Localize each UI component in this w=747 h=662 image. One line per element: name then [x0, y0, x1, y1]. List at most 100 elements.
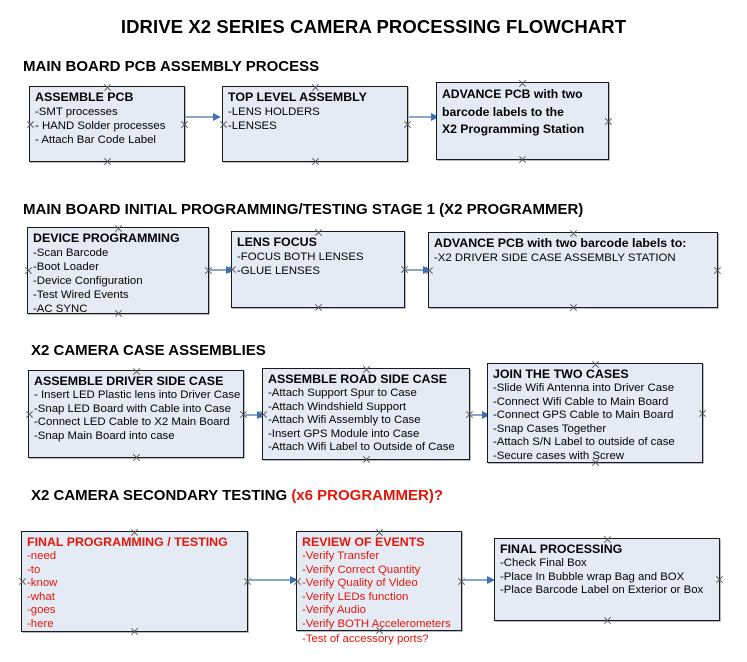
node-line: -Device Configuration — [33, 275, 143, 287]
resize-handle-bottom[interactable] — [569, 303, 578, 312]
resize-handle-right[interactable] — [698, 409, 707, 418]
section-heading-4-text: X2 CAMERA SECONDARY TESTING — [31, 487, 292, 504]
resize-handle-left[interactable] — [219, 120, 228, 129]
resize-handle-right[interactable] — [457, 577, 466, 586]
resize-handle-right[interactable] — [465, 410, 474, 419]
node-top-level-assembly[interactable]: TOP LEVEL ASSEMBLY -LENS HOLDERS -LENSES — [222, 86, 408, 162]
node-line: -Connect GPS Cable to Main Board — [493, 409, 674, 422]
resize-handle-bottom[interactable] — [362, 455, 371, 464]
resize-handle-bottom[interactable] — [603, 616, 612, 625]
connector-final-to-review — [249, 575, 298, 585]
node-title: TOP LEVEL ASSEMBLY — [228, 90, 367, 104]
node-review-of-events[interactable]: REVIEW OF EVENTS -Verify Transfer -Verif… — [293, 531, 462, 645]
node-line: -goes — [27, 604, 56, 617]
node-line: -Verify LEDs function — [302, 590, 409, 603]
node-final-programming-testing[interactable]: FINAL PROGRAMMING / TESTING -need -to -k… — [21, 531, 248, 632]
node-line: -Verify Correct Quantity — [302, 563, 421, 576]
resize-handle-right[interactable] — [713, 266, 722, 275]
page-title: IDRIVE X2 SERIES CAMERA PROCESSING FLOWC… — [120, 16, 627, 37]
node-line: -Attach Wifi Label to Outside of Case — [268, 441, 455, 454]
section-heading-2-text: MAIN BOARD INITIAL PROGRAMMING/TESTING S… — [23, 201, 584, 218]
resize-handle-right[interactable] — [400, 265, 409, 274]
resize-handle-right[interactable] — [604, 117, 613, 126]
resize-handle-left[interactable] — [228, 265, 237, 274]
node-advance-pcb-driver-side[interactable]: ADVANCE PCB with two barcode labels to: … — [428, 232, 718, 308]
node-line: X2 Programming Station — [442, 122, 585, 136]
node-assemble-driver-side-case[interactable]: ASSEMBLE DRIVER SIDE CASE - Insert LED P… — [28, 370, 244, 458]
resize-handle-bottom[interactable] — [518, 155, 527, 164]
arrow-shaft — [245, 414, 258, 416]
node-title: DEVICE PROGRAMMING — [33, 231, 180, 245]
node-line: -Test Wired Events — [33, 289, 129, 301]
node-line: -Scan Barcode — [33, 247, 109, 259]
node-line: -Insert GPS Module into Case — [268, 427, 420, 440]
arrow-head-icon — [213, 113, 221, 121]
resize-handle-left[interactable] — [25, 410, 34, 419]
section-heading-4: X2 CAMERA SECONDARY TESTING (x6 PROGRAMM… — [31, 487, 443, 504]
node-line: barcode labels to the — [442, 104, 564, 119]
node-advance-pcb-programming-station[interactable]: ADVANCE PCB with two barcode labels to t… — [436, 82, 609, 160]
node-line: -Attach S/N Label to outside of case — [493, 436, 675, 449]
resize-handle-right[interactable] — [239, 410, 248, 419]
resize-handle-bottom[interactable] — [314, 303, 323, 312]
resize-handle-bottom[interactable] — [103, 157, 112, 166]
resize-handle-right[interactable] — [403, 120, 412, 129]
node-line: -Snap Cases Together — [493, 422, 607, 435]
section-heading-2: MAIN BOARD INITIAL PROGRAMMING/TESTING S… — [23, 201, 583, 218]
node-title: ASSEMBLE ROAD SIDE CASE — [268, 372, 447, 386]
node-line: - Insert LED Plastic lens into Driver Ca… — [34, 389, 241, 401]
arrow-shaft — [249, 579, 291, 581]
node-line: -SMT processes — [35, 106, 118, 118]
node-line: -Verify Audio — [302, 604, 366, 617]
resize-handle-right[interactable] — [243, 577, 252, 586]
node-device-programming[interactable]: DEVICE PROGRAMMING -Scan Barcode -Boot L… — [24, 227, 209, 315]
resize-handle-right[interactable] — [715, 575, 724, 584]
section-heading-1: MAIN BOARD PCB ASSEMBLY PROCESS — [23, 58, 319, 75]
arrow-shaft — [409, 116, 432, 118]
node-title: FINAL PROGRAMMING / TESTING — [27, 535, 228, 549]
node-join-the-two-cases[interactable]: JOIN THE TWO CASES -Slide Wifi Antenna i… — [487, 363, 703, 463]
node-line: -AC SYNC — [33, 303, 88, 315]
node-line: -Attach Wifi Assembly to Case — [268, 414, 421, 427]
node-title: FINAL PROCESSING — [500, 542, 623, 556]
resize-handle-left[interactable] — [26, 120, 35, 129]
resize-handle-left[interactable] — [18, 577, 27, 586]
node-line: - Attach Bar Code Label — [35, 134, 156, 146]
node-line: -FOCUS BOTH LENSES — [237, 251, 364, 263]
node-line: -need — [27, 550, 57, 562]
node-assemble-pcb[interactable]: ASSEMBLE PCB -SMT processes - HAND Solde… — [29, 86, 185, 162]
node-line: -Connect Wifi Cable to Main Board — [493, 395, 669, 408]
arrow-shaft — [406, 269, 424, 271]
node-line: -LENSES — [228, 120, 277, 132]
node-line: -Attach Support Spur to Case — [268, 387, 417, 399]
section-heading-1-text: MAIN BOARD PCB ASSEMBLY PROCESS — [23, 58, 320, 75]
resize-handle-left[interactable] — [425, 266, 434, 275]
section-heading-3: X2 CAMERA CASE ASSEMBLIES — [31, 342, 266, 359]
node-lens-focus[interactable]: LENS FOCUS -FOCUS BOTH LENSES -GLUE LENS… — [231, 231, 405, 308]
node-line: -Snap LED Board with Cable into Case — [34, 402, 231, 415]
resize-handle-bottom[interactable] — [132, 453, 141, 462]
section-heading-4-accent: (x6 PROGRAMMER)? — [291, 487, 443, 504]
node-line: -know — [27, 577, 58, 590]
resize-handle-left[interactable] — [24, 266, 33, 275]
node-line: -Connect LED Cable to X2 Main Board — [34, 416, 230, 429]
node-overflow-line: -Test of accessory ports? — [302, 633, 429, 645]
node-final-processing[interactable]: FINAL PROCESSING -Check Final Box -Place… — [494, 538, 720, 621]
node-title: REVIEW OF EVENTS — [302, 535, 425, 549]
section-heading-3-text: X2 CAMERA CASE ASSEMBLIES — [31, 342, 266, 359]
arrow-shaft — [463, 579, 488, 581]
resize-handle-left[interactable] — [293, 577, 302, 586]
node-line: -Boot Loader — [33, 261, 99, 273]
resize-handle-right[interactable] — [204, 266, 213, 275]
resize-handle-right[interactable] — [180, 120, 189, 129]
resize-handle-bottom[interactable] — [311, 157, 320, 166]
node-line: -GLUE LENSES — [237, 265, 320, 277]
node-line: -Secure cases with Screw — [493, 449, 625, 462]
resize-handle-left[interactable] — [259, 410, 268, 419]
node-assemble-road-side-case[interactable]: ASSEMBLE ROAD SIDE CASE -Attach Support … — [262, 368, 470, 460]
arrow-shaft — [186, 116, 214, 118]
connector-toplevel-to-advance — [409, 112, 439, 122]
node-line: -LENS HOLDERS — [228, 106, 320, 118]
node-title: ASSEMBLE DRIVER SIDE CASE — [34, 374, 224, 388]
node-line: -Verify BOTH Accelerometers — [302, 617, 451, 630]
